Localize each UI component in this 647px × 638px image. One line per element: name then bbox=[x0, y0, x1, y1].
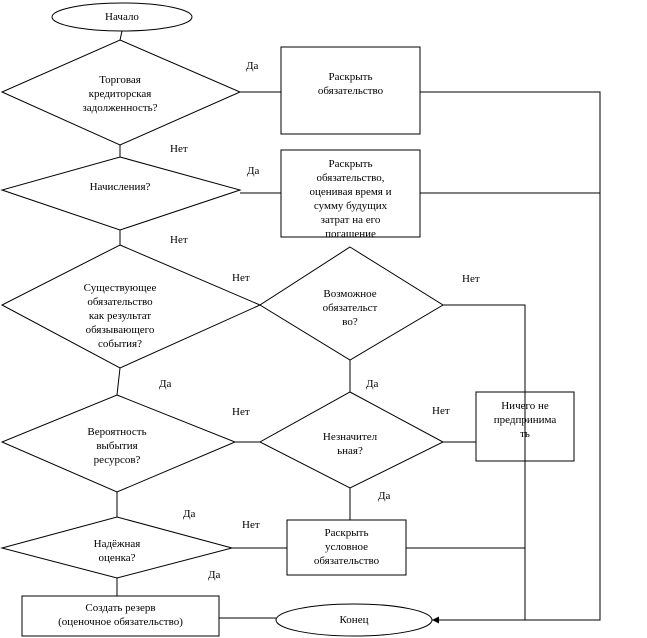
possible-label: Возможное обязательст во? bbox=[322, 288, 378, 328]
edge-yes-possible: Да bbox=[366, 378, 379, 390]
edge-no-existing: Нет bbox=[232, 272, 250, 284]
edge-no-trade: Нет bbox=[170, 143, 188, 155]
nothing-label: Ничего не предпринима ть bbox=[493, 400, 557, 440]
edge-yes-reliable: Да bbox=[208, 569, 221, 581]
reserve-label: Создать резерв (оценочное обязательство) bbox=[58, 602, 183, 628]
action-disclose-1 bbox=[280, 46, 421, 135]
edge-no-reliable: Нет bbox=[242, 519, 260, 531]
edge-no-insignificant: Нет bbox=[432, 405, 450, 417]
connector bbox=[119, 30, 123, 41]
accruals-label: Начисления? bbox=[89, 181, 151, 193]
edge-yes-outflow: Да bbox=[183, 508, 196, 520]
action-reserve bbox=[21, 595, 220, 637]
existing-label: Существующее обязательство как результат… bbox=[83, 282, 157, 350]
insignificant-label: Незначител ьная? bbox=[322, 431, 378, 457]
disclose-1-label: Раскрыть обязательство bbox=[317, 71, 384, 97]
reliable-label: Надёжная оценка? bbox=[93, 538, 141, 564]
edge-no-possible: Нет bbox=[462, 273, 480, 285]
edge-no-outflow: Нет bbox=[232, 406, 250, 418]
disclose-2-label: Раскрыть обязательство, оценивая время и… bbox=[309, 158, 392, 240]
edge-yes-accruals: Да bbox=[247, 165, 260, 177]
edge-yes-insignificant: Да bbox=[378, 490, 391, 502]
edge-yes-trade: Да bbox=[246, 60, 259, 72]
trade-debt-label: Торговая кредиторская задолженность? bbox=[82, 74, 158, 114]
connector bbox=[420, 91, 601, 624]
edge-yes-existing: Да bbox=[159, 378, 172, 390]
connector bbox=[443, 304, 526, 620]
end-label: Конец bbox=[339, 614, 369, 626]
start-label: Начало bbox=[105, 11, 139, 23]
outflow-label: Вероятность выбытия ресурсов? bbox=[87, 426, 147, 466]
edge-no-accruals: Нет bbox=[170, 234, 188, 246]
contingent-label: Раскрыть условное обязательство bbox=[313, 527, 380, 567]
connector bbox=[116, 367, 121, 396]
